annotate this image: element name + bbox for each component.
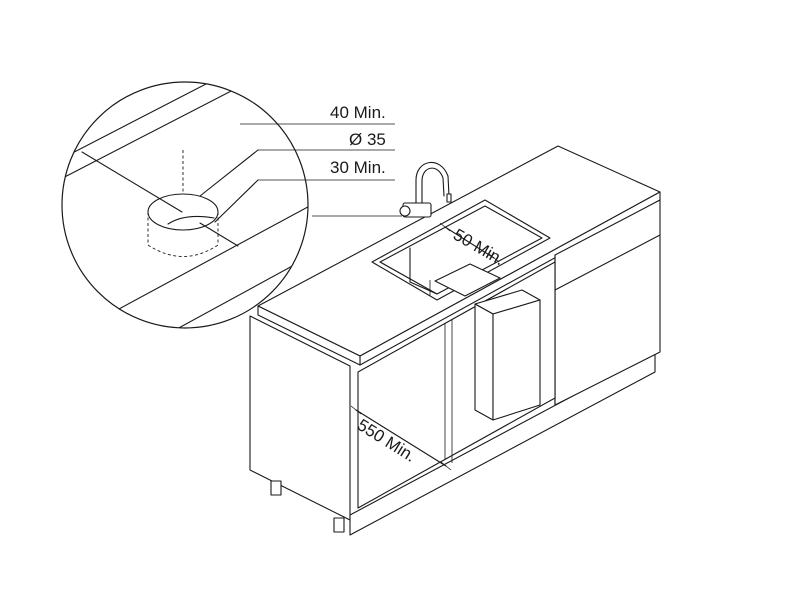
cabinet — [249, 145, 661, 536]
countertop-side-edge — [257, 305, 361, 366]
tank-box — [474, 289, 541, 421]
leg-front — [333, 517, 345, 533]
drawer-line — [554, 234, 661, 291]
label-30-min: 30 Min. — [330, 158, 386, 177]
detail-circle — [61, 81, 309, 329]
hole-ellipse — [147, 193, 219, 231]
label-diameter-35: Ø 35 — [349, 130, 386, 149]
sink-rim — [371, 199, 551, 301]
cabinet-plinth — [349, 351, 656, 536]
sink — [371, 199, 551, 301]
faucet-icon — [399, 161, 452, 218]
label-40-min: 40 Min. — [330, 103, 386, 122]
leg-left — [270, 480, 282, 496]
detail-dimension-leaders — [240, 123, 395, 181]
